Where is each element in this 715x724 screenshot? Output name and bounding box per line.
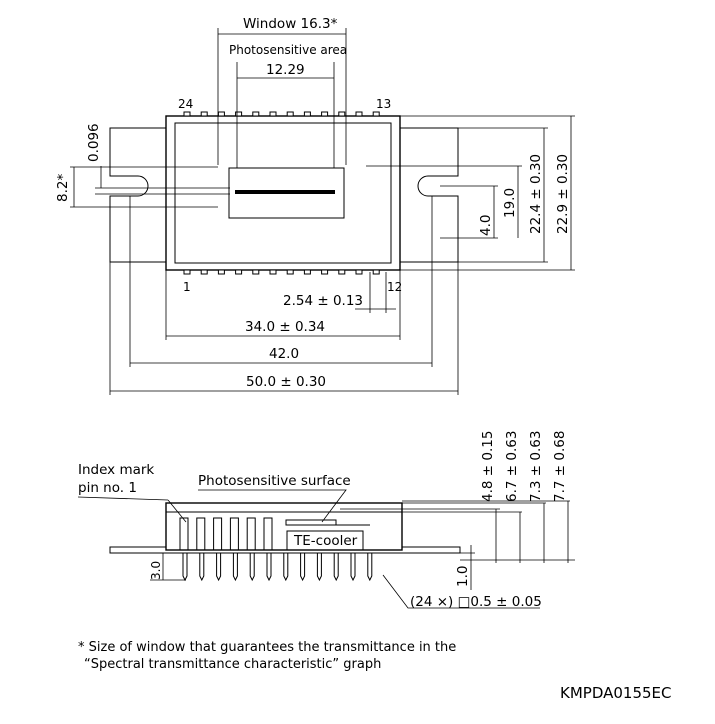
pin-top: [355, 111, 363, 117]
index-mark-label: Index mark: [78, 462, 154, 478]
window-frame: [174, 122, 392, 264]
dim-190-label: 19.0: [502, 188, 518, 218]
dim-224-label: 22.4 ± 0.30: [528, 154, 544, 234]
top-view: Window 16.3* Photosensitive area 12.29 2…: [55, 16, 575, 395]
pin-top: [183, 111, 191, 117]
side-view: TE-cooler Index mark pin no. 1 Photosens…: [77, 431, 575, 610]
pin-13-label: 13: [376, 97, 391, 111]
pin-top: [235, 111, 243, 117]
pin-top: [252, 111, 260, 117]
pins-bottom: [183, 269, 380, 275]
photosensitive-surface-label: Photosensitive surface: [198, 473, 351, 489]
dim-40-label: 4.0: [478, 215, 494, 236]
lead: [283, 553, 289, 582]
pin-bottom: [200, 269, 208, 275]
dim-48-label: 4.8 ± 0.15: [480, 431, 496, 502]
pin-bottom: [372, 269, 380, 275]
dim-73-label: 7.3 ± 0.63: [528, 431, 544, 502]
pins-top: [183, 111, 380, 117]
dim-254-label: 2.54 ± 0.13: [283, 293, 363, 309]
internal-pin: [213, 517, 223, 550]
dim-500-label: 50.0 ± 0.30: [246, 374, 326, 390]
dim-30-label: 3.0: [149, 561, 163, 580]
pin-bottom: [217, 269, 225, 275]
pin-24-label: 24: [178, 97, 193, 111]
lead: [300, 553, 306, 582]
pin-size-label: (24 ×) □0.5 ± 0.05: [410, 594, 542, 610]
pin-top: [372, 111, 380, 117]
left-flange: [109, 127, 166, 263]
pin-12-label: 12: [387, 280, 402, 294]
pin-bottom: [269, 269, 277, 275]
pin-top: [286, 111, 294, 117]
internal-pin: [179, 517, 189, 550]
lead: [182, 553, 188, 582]
lead: [266, 553, 272, 582]
pin-top: [269, 111, 277, 117]
dim-10-label: 1.0: [455, 566, 471, 587]
dim-340-label: 34.0 ± 0.34: [245, 319, 325, 335]
te-cooler-box: [286, 530, 364, 551]
dim-82-label: 8.2*: [55, 174, 71, 202]
side-body: [165, 502, 403, 551]
pin-bottom: [355, 269, 363, 275]
right-flange: [400, 127, 459, 263]
lead: [333, 553, 339, 582]
internal-pin: [246, 517, 256, 550]
pin-bottom: [252, 269, 260, 275]
te-cooler-label: TE-cooler: [293, 533, 358, 549]
pin-bottom: [286, 269, 294, 275]
footnote-line-1: * Size of window that guarantees the tra…: [78, 640, 457, 655]
lead: [367, 553, 373, 582]
footnote-line-2: “Spectral transmittance characteristic” …: [84, 657, 382, 672]
window-dim-label: Window 16.3*: [243, 16, 338, 32]
pin-top: [200, 111, 208, 117]
dim-77-label: 7.7 ± 0.68: [552, 431, 568, 502]
area-width-label: 12.29: [266, 62, 305, 78]
lead: [199, 553, 205, 582]
pin-top: [321, 111, 329, 117]
dim-0096-label: 0.096: [86, 123, 102, 162]
internal-pin: [263, 517, 273, 550]
pin-top: [338, 111, 346, 117]
side-internal-pins: [179, 517, 273, 550]
pin-bottom: [321, 269, 329, 275]
photosensitive-area-box: [228, 167, 345, 219]
drawing-code: KMPDA0155EC: [560, 684, 672, 702]
pin-1-label: 1: [183, 280, 191, 294]
lead: [216, 553, 222, 582]
side-leads: [182, 553, 373, 582]
pin-bottom: [338, 269, 346, 275]
dim-67-label: 6.7 ± 0.63: [504, 431, 520, 502]
photosensitive-area-label: Photosensitive area: [229, 43, 347, 57]
lead: [316, 553, 322, 582]
dim-420-label: 42.0: [269, 346, 299, 362]
internal-pin: [196, 517, 206, 550]
photosensitive-strip: [235, 190, 335, 194]
pin-top: [217, 111, 225, 117]
lead: [249, 553, 255, 582]
pin-bottom: [303, 269, 311, 275]
lead: [350, 553, 356, 582]
internal-pin: [229, 517, 239, 550]
dim-229-label: 22.9 ± 0.30: [555, 154, 571, 234]
pin-bottom: [183, 269, 191, 275]
pin-top: [303, 111, 311, 117]
pin-no-1-label: pin no. 1: [78, 480, 137, 496]
pin-bottom: [235, 269, 243, 275]
lead: [232, 553, 238, 582]
